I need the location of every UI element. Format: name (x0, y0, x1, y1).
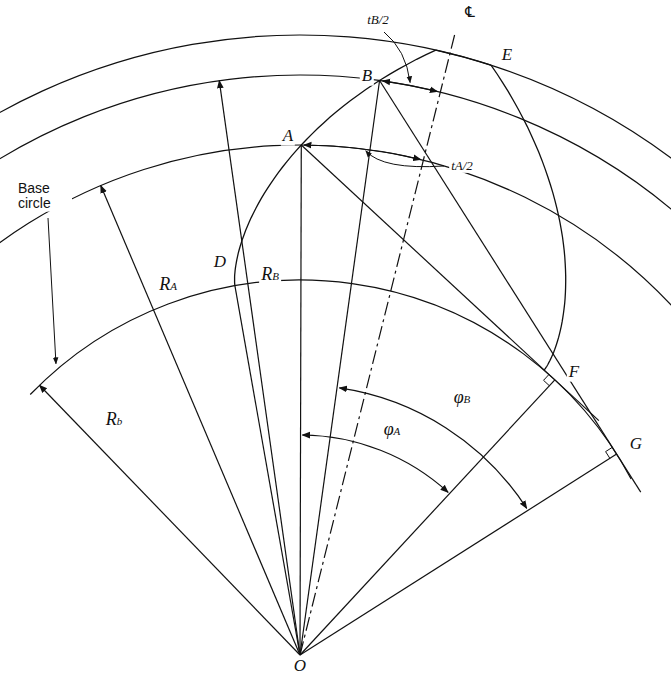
angle-label: φB (452, 388, 473, 408)
addendum-circle-arc (0, 35, 671, 383)
right-angle-mark (606, 447, 613, 458)
point-label: O (292, 657, 308, 676)
tangent-line (380, 80, 641, 492)
radius-line (235, 286, 300, 655)
tooth-top-land (436, 50, 491, 65)
fraction-label: tB/2 (365, 13, 391, 27)
leader-line (384, 32, 410, 83)
angle-label: φA (382, 420, 403, 440)
angle-arc (302, 435, 448, 492)
pitch-circle-arc-a (0, 145, 671, 385)
point-label: B (360, 67, 374, 86)
right-angle-mark (544, 374, 550, 385)
center-line (300, 34, 455, 655)
fraction-label: tA/2 (449, 159, 475, 173)
involute-flank (235, 50, 436, 286)
involute-flank (491, 65, 566, 370)
radius-label: Rb (104, 410, 125, 430)
radius-arrow (40, 385, 300, 655)
leader-line (48, 218, 56, 364)
radius-label: RA (157, 275, 179, 295)
point-label: G (628, 435, 644, 454)
radius-line (300, 454, 617, 655)
radius-line (300, 80, 380, 655)
point-label: E (500, 46, 514, 65)
base-circle-arc (30, 280, 631, 479)
half-thickness-arc (304, 145, 421, 159)
tangent-line (301, 145, 599, 421)
angle-arc (339, 388, 526, 508)
callout-text: Base circle (16, 181, 72, 212)
point-label: F (567, 363, 581, 382)
radius-label: RB (259, 265, 281, 285)
point-label: D (212, 253, 228, 272)
radius-line (300, 145, 301, 655)
radius-arrow (101, 186, 300, 655)
circle-arc-b (0, 75, 671, 383)
point-label: A (281, 127, 295, 146)
radius-arrow (219, 81, 300, 655)
centerline-symbol: ℄ (463, 4, 477, 21)
leader-line (366, 151, 444, 167)
